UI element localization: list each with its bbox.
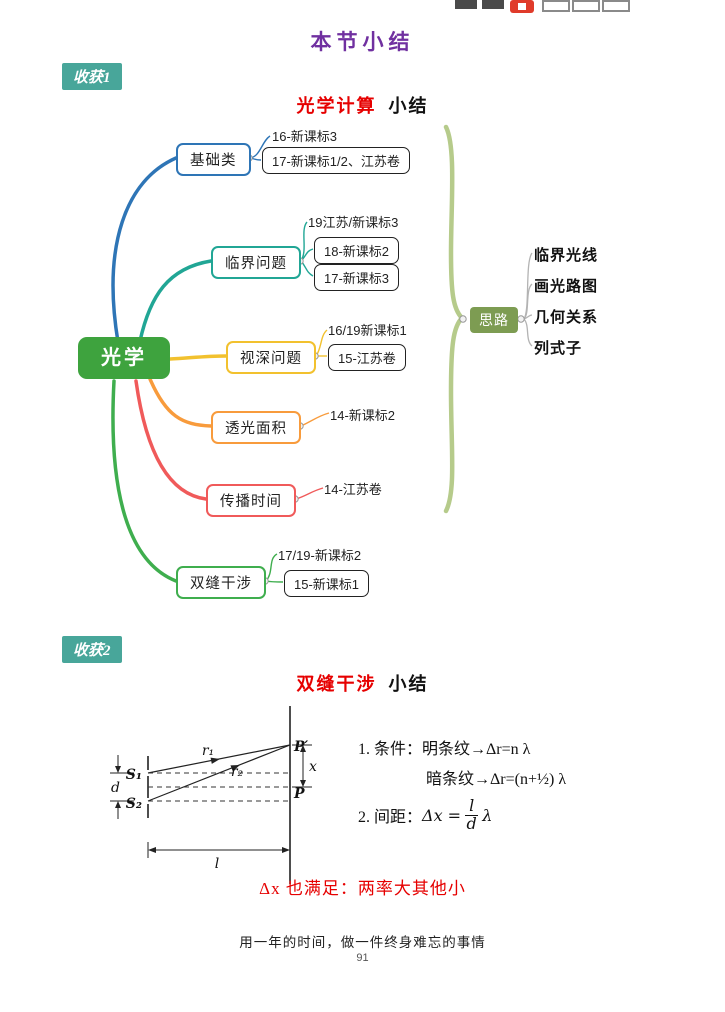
curve-propagation — [134, 379, 208, 501]
curve-apparent-depth — [168, 354, 228, 361]
label-fringe-x: x — [309, 759, 317, 775]
branch-propagation: 传播时间 — [206, 484, 296, 517]
exam-ref-item-boxed: 15-新课标1 — [284, 570, 370, 597]
formula-denominator: d — [466, 813, 477, 833]
branch-double-slit: 双缝干涉 — [176, 566, 266, 599]
formula-fraction: l d — [465, 797, 479, 833]
screen-and-barrier-lines — [147, 706, 291, 884]
exam-ref-item-boxed: 17-新课标3 — [314, 264, 400, 291]
exam-ref-item: 16/19新课标1 — [328, 323, 407, 338]
note-dark-fringe: 暗条纹→Δr=(n+½) λ — [426, 771, 567, 788]
label-slit-s2: S₂ — [126, 796, 142, 812]
arrowheads — [115, 745, 306, 853]
exam-ref-item-boxed: 15-江苏卷 — [328, 344, 406, 371]
thought-fan-curves — [523, 252, 533, 347]
note-conditions-label: 1. 条件： — [358, 741, 423, 758]
exam-ref-item-boxed: 18-新课标2 — [314, 237, 400, 264]
branch-critical: 临界问题 — [211, 246, 301, 279]
exam-ref-item: 19江苏/新课标3 — [308, 215, 399, 230]
dashed-reference-lines — [148, 772, 290, 802]
logo-fragment — [542, 0, 570, 12]
curve-light-area — [148, 377, 213, 428]
logo-fragment — [602, 0, 630, 12]
label-point-p-prime: P′ — [293, 739, 309, 755]
exam-ref-item: 14-新课标2 — [330, 408, 396, 423]
note-spacing: 2. 间距： Δx = l d λ — [358, 797, 493, 833]
label-slit-s1: S₁ — [126, 767, 142, 783]
section2-heading-suffix: 小结 — [388, 674, 429, 694]
logo-fragment — [572, 0, 600, 12]
big-brace — [443, 124, 466, 514]
thought-item-draw-ray-diagram: 画光路图 — [534, 278, 599, 295]
badge-gain-1: 收获1 — [62, 63, 122, 90]
section1-heading: 光学计算小结 — [0, 92, 725, 118]
thought-node: 思路 — [470, 307, 518, 333]
section1-heading-suffix: 小结 — [388, 96, 429, 116]
logo-fragment — [482, 0, 504, 9]
label-distance-l: l — [215, 856, 219, 872]
formula-lhs: Δx = — [422, 805, 462, 825]
section1-heading-topic: 光学计算 — [296, 96, 377, 116]
note-bright-fringe: 明条纹→Δr=n λ — [422, 741, 531, 758]
formula-numerator: l — [465, 797, 479, 816]
label-ray-r2: r₂ — [231, 764, 244, 780]
label-slit-spacing-d: d — [111, 780, 120, 796]
thought-item-equations: 列式子 — [534, 340, 583, 357]
note-spacing-label: 2. 间距： — [358, 809, 423, 827]
exam-ref-item: 16-新课标3 — [272, 129, 338, 144]
section2-heading: 双缝干涉小结 — [0, 670, 725, 696]
logo-fragment-red — [510, 0, 534, 13]
formula-rhs: λ — [482, 805, 493, 825]
branch-light-area: 透光面积 — [211, 411, 301, 444]
exam-ref-item: 14-江苏卷 — [324, 482, 382, 497]
curve-critical — [138, 259, 213, 343]
page-number: 91 — [356, 952, 369, 964]
curve-basic — [111, 156, 178, 344]
thought-item-critical-ray: 临界光线 — [534, 247, 599, 264]
branch-apparent-depth: 视深问题 — [226, 341, 316, 374]
logo-fragment-white — [518, 3, 526, 10]
logo-cropped — [450, 0, 690, 16]
label-point-p: P — [293, 786, 305, 802]
label-ray-r1: r₁ — [202, 743, 214, 759]
thought-item-geometry: 几何关系 — [534, 309, 599, 326]
note-conditions: 1. 条件：明条纹→Δr=n λ — [358, 735, 530, 759]
curve-double-slit — [111, 379, 178, 583]
branch-basic: 基础类 — [176, 143, 251, 176]
mindmap-root-node: 光学 — [78, 337, 170, 379]
page-title: 本节小结 — [310, 30, 415, 54]
badge-gain-2: 收获2 — [62, 636, 122, 663]
exam-ref-item-boxed: 17-新课标1/2、江苏卷 — [262, 147, 410, 174]
logo-fragment — [455, 0, 477, 9]
footer-motto: 用一年的时间，做一件终身难忘的事情 — [239, 935, 486, 950]
double-slit-diagram: S₁ S₂ d r₁ r₂ P′ P x l — [110, 706, 317, 884]
section2-heading-topic: 双缝干涉 — [296, 674, 377, 694]
conclusion-note: Δx 也满足：两率大其他小 — [259, 879, 466, 898]
exam-ref-item: 17/19-新课标2 — [278, 548, 362, 563]
